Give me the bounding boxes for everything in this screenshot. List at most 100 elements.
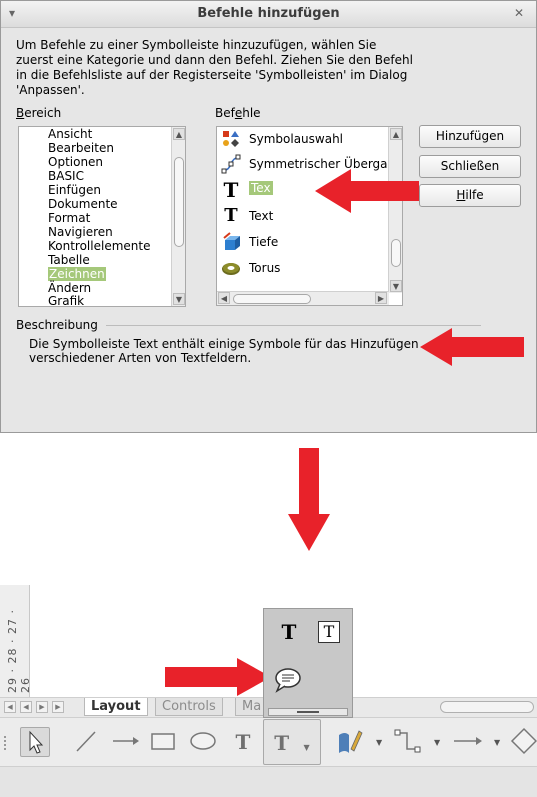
ellipse-icon[interactable]	[188, 727, 218, 757]
category-item-selected[interactable]: Zeichnen	[48, 267, 106, 281]
prev-tab-icon[interactable]: ◀	[20, 701, 32, 713]
command-list[interactable]: Symbolauswahl Symmetrischer Überga T Tex…	[216, 126, 403, 306]
fontwork-pen-icon[interactable]	[334, 727, 364, 757]
category-item[interactable]: Optionen	[48, 155, 104, 169]
category-item[interactable]: Ändern	[48, 281, 92, 295]
close-button[interactable]: Schließen	[419, 155, 521, 178]
first-tab-icon[interactable]: ◀	[4, 701, 16, 713]
line-icon[interactable]	[70, 727, 100, 757]
text-t-icon: T	[224, 205, 238, 226]
ruler-numbers: 29 · 28 · 27 · 26	[6, 609, 32, 693]
command-scrollbar[interactable]: ▲ ▼	[388, 127, 402, 293]
command-label: Symbolauswahl	[249, 132, 344, 146]
scroll-down-icon[interactable]: ▼	[390, 280, 402, 292]
scroll-left-icon[interactable]: ◀	[218, 292, 230, 304]
connector-icon[interactable]	[392, 727, 422, 757]
scroll-up-icon[interactable]: ▲	[173, 128, 185, 140]
category-item[interactable]: Einfügen	[48, 183, 101, 197]
category-item[interactable]: Ansicht	[48, 127, 93, 141]
help-button-mnemonic: H	[456, 188, 466, 202]
vertical-ruler: 29 · 28 · 27 · 26	[0, 585, 32, 697]
description-text: Die Symbolleiste Text enthält einige Sym…	[29, 337, 419, 365]
category-item[interactable]: BASIC	[48, 169, 84, 183]
hscrollbar-thumb[interactable]	[233, 294, 311, 304]
text-toolbar-popup: T T	[263, 608, 353, 718]
tab-controls[interactable]: Controls	[155, 698, 223, 716]
command-label-selected: Tex	[249, 181, 273, 195]
commands-label: Befehle	[215, 106, 261, 120]
chevron-down-icon[interactable]: ▼	[494, 738, 501, 747]
red-arrow-right-icon	[165, 658, 271, 696]
status-bar	[0, 767, 537, 797]
command-label: Text	[249, 209, 274, 223]
scroll-up-icon[interactable]: ▲	[390, 128, 402, 140]
text-t-dropdown-icon: T	[274, 731, 290, 755]
command-item[interactable]: Symbolauswahl	[217, 127, 389, 151]
callout-speech-icon[interactable]	[274, 667, 301, 693]
scrollbar-thumb[interactable]	[174, 157, 184, 247]
command-label: Tiefe	[249, 235, 279, 249]
category-item[interactable]: Bearbeiten	[48, 141, 114, 155]
shape-diamond-icon[interactable]	[510, 727, 537, 757]
depth-cube-icon	[221, 232, 241, 252]
description-label: Beschreibung	[16, 318, 98, 332]
select-arrow-icon[interactable]	[20, 727, 50, 757]
chevron-down-icon[interactable]: ▼	[434, 738, 441, 747]
category-label-rest: ereich	[24, 106, 62, 120]
category-item[interactable]: Grafik	[48, 294, 85, 307]
red-arrow-left-icon	[315, 169, 419, 213]
help-button-rest: ilfe	[465, 188, 484, 202]
tab-hscrollbar[interactable]	[440, 701, 534, 713]
chevron-down-icon[interactable]: ▼	[376, 738, 383, 747]
text-toolbar-dropdown[interactable]: T ▼	[263, 719, 321, 765]
next-tab-icon[interactable]: ▶	[36, 701, 48, 713]
command-item[interactable]: Symmetrischer Überga	[217, 152, 389, 176]
rectangle-icon[interactable]	[148, 727, 178, 757]
category-item[interactable]: Dokumente	[48, 197, 118, 211]
commands-label-first: Bef	[215, 106, 235, 120]
grip-lines	[297, 711, 319, 713]
scroll-right-icon[interactable]: ▶	[375, 292, 387, 304]
command-label: Torus	[249, 261, 281, 275]
red-arrow-left-icon	[420, 328, 524, 366]
scroll-down-icon[interactable]: ▼	[173, 293, 185, 305]
command-item-selected[interactable]: T Tex	[217, 178, 389, 202]
command-item[interactable]: Tiefe	[217, 230, 389, 254]
text-bold-t-icon: T	[223, 178, 239, 202]
tab-master[interactable]: Ma	[235, 698, 269, 716]
drawing-toolbar: T T ▼ ▼ ▼ ▼	[0, 717, 537, 767]
category-item[interactable]: Kontrollelemente	[48, 239, 151, 253]
text-t-icon[interactable]: T	[235, 730, 251, 754]
help-button[interactable]: Hilfe	[419, 184, 521, 207]
category-item[interactable]: Tabelle	[48, 253, 90, 267]
category-label-mnemonic: B	[16, 106, 25, 120]
text-bold-t-icon[interactable]: T	[281, 620, 297, 644]
description-divider	[106, 325, 481, 326]
red-arrow-down-icon	[288, 448, 330, 551]
command-hscrollbar[interactable]: ◀ ▶	[217, 291, 389, 305]
sheet-tab-bar: ◀ ◀ ▶ ▶ Layout Controls Ma	[0, 697, 537, 717]
popup-drag-handle[interactable]	[268, 708, 348, 716]
tab-layout[interactable]: Layout	[84, 698, 148, 716]
chevron-down-icon[interactable]: ▼	[303, 743, 310, 752]
last-tab-icon[interactable]: ▶	[52, 701, 64, 713]
arrow-dropdown-icon[interactable]	[452, 727, 482, 757]
category-list[interactable]: Ansicht Bearbeiten Optionen BASIC Einfüg…	[18, 126, 186, 307]
text-boxed-t-icon[interactable]: T	[316, 619, 342, 645]
command-item[interactable]: T Text	[217, 204, 389, 228]
commands-label-rest: hle	[242, 106, 261, 120]
arrow-line-icon[interactable]	[110, 727, 140, 757]
category-item[interactable]: Format	[48, 211, 91, 225]
symbol-selection-icon	[221, 129, 241, 149]
title-bar[interactable]: ▾ Befehle hinzufügen ✕	[1, 1, 536, 28]
command-item[interactable]: Torus	[217, 256, 389, 280]
window-menu-icon[interactable]: ▾	[9, 6, 16, 20]
add-button[interactable]: Hinzufügen	[419, 125, 521, 148]
toolbar-grip[interactable]	[4, 736, 8, 750]
category-item[interactable]: Navigieren	[48, 225, 113, 239]
torus-icon	[221, 258, 241, 278]
category-scrollbar[interactable]: ▲ ▼	[171, 127, 185, 306]
scrollbar-thumb[interactable]	[391, 239, 401, 267]
close-icon[interactable]: ✕	[513, 6, 524, 20]
